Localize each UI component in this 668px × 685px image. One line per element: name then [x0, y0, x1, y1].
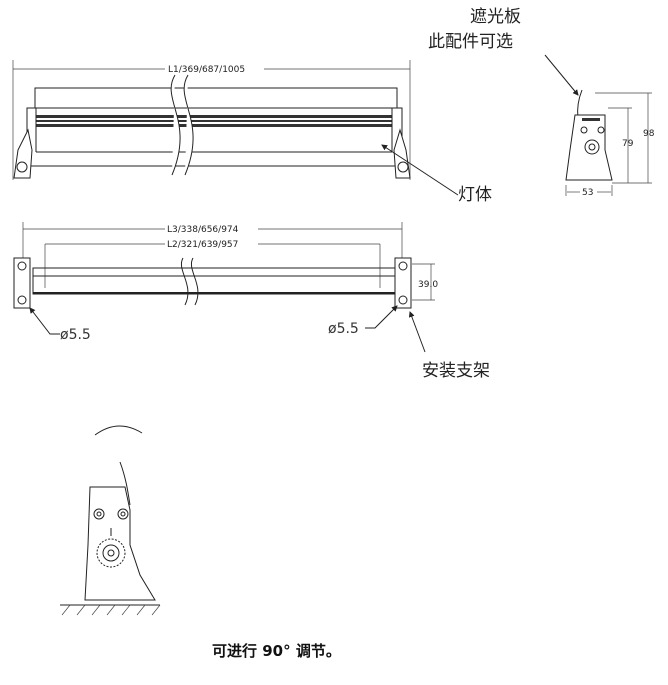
mounting-view: L3/338/656/974 L2/321/639/957 39.0: [13, 222, 438, 353]
dim-79: 79: [622, 139, 634, 149]
dim-l2: L2/321/639/957: [167, 240, 238, 250]
rotation-detail: [60, 425, 161, 616]
dim-39: 39.0: [418, 280, 438, 290]
shade-label-line1: 遮光板: [470, 7, 521, 27]
shade-label-line2: 此配件可选: [428, 32, 513, 52]
hole-left-label: ø5.5: [60, 327, 91, 343]
shade-leader: [544, 54, 579, 96]
front-view: L1/369/687/1005: [12, 60, 459, 196]
lamp-body-label: 灯体: [458, 185, 492, 205]
side-view: 79 98 53: [565, 89, 655, 198]
rotation-caption: 可进行 90° 调节。: [212, 642, 341, 660]
bracket-label: 安装支架: [422, 361, 490, 381]
dim-53: 53: [582, 188, 593, 198]
dim-l1: L1/369/687/1005: [168, 65, 245, 75]
hole-right-label: ø5.5: [328, 321, 359, 337]
dim-98: 98: [643, 129, 655, 139]
dim-l3: L3/338/656/974: [167, 225, 239, 235]
